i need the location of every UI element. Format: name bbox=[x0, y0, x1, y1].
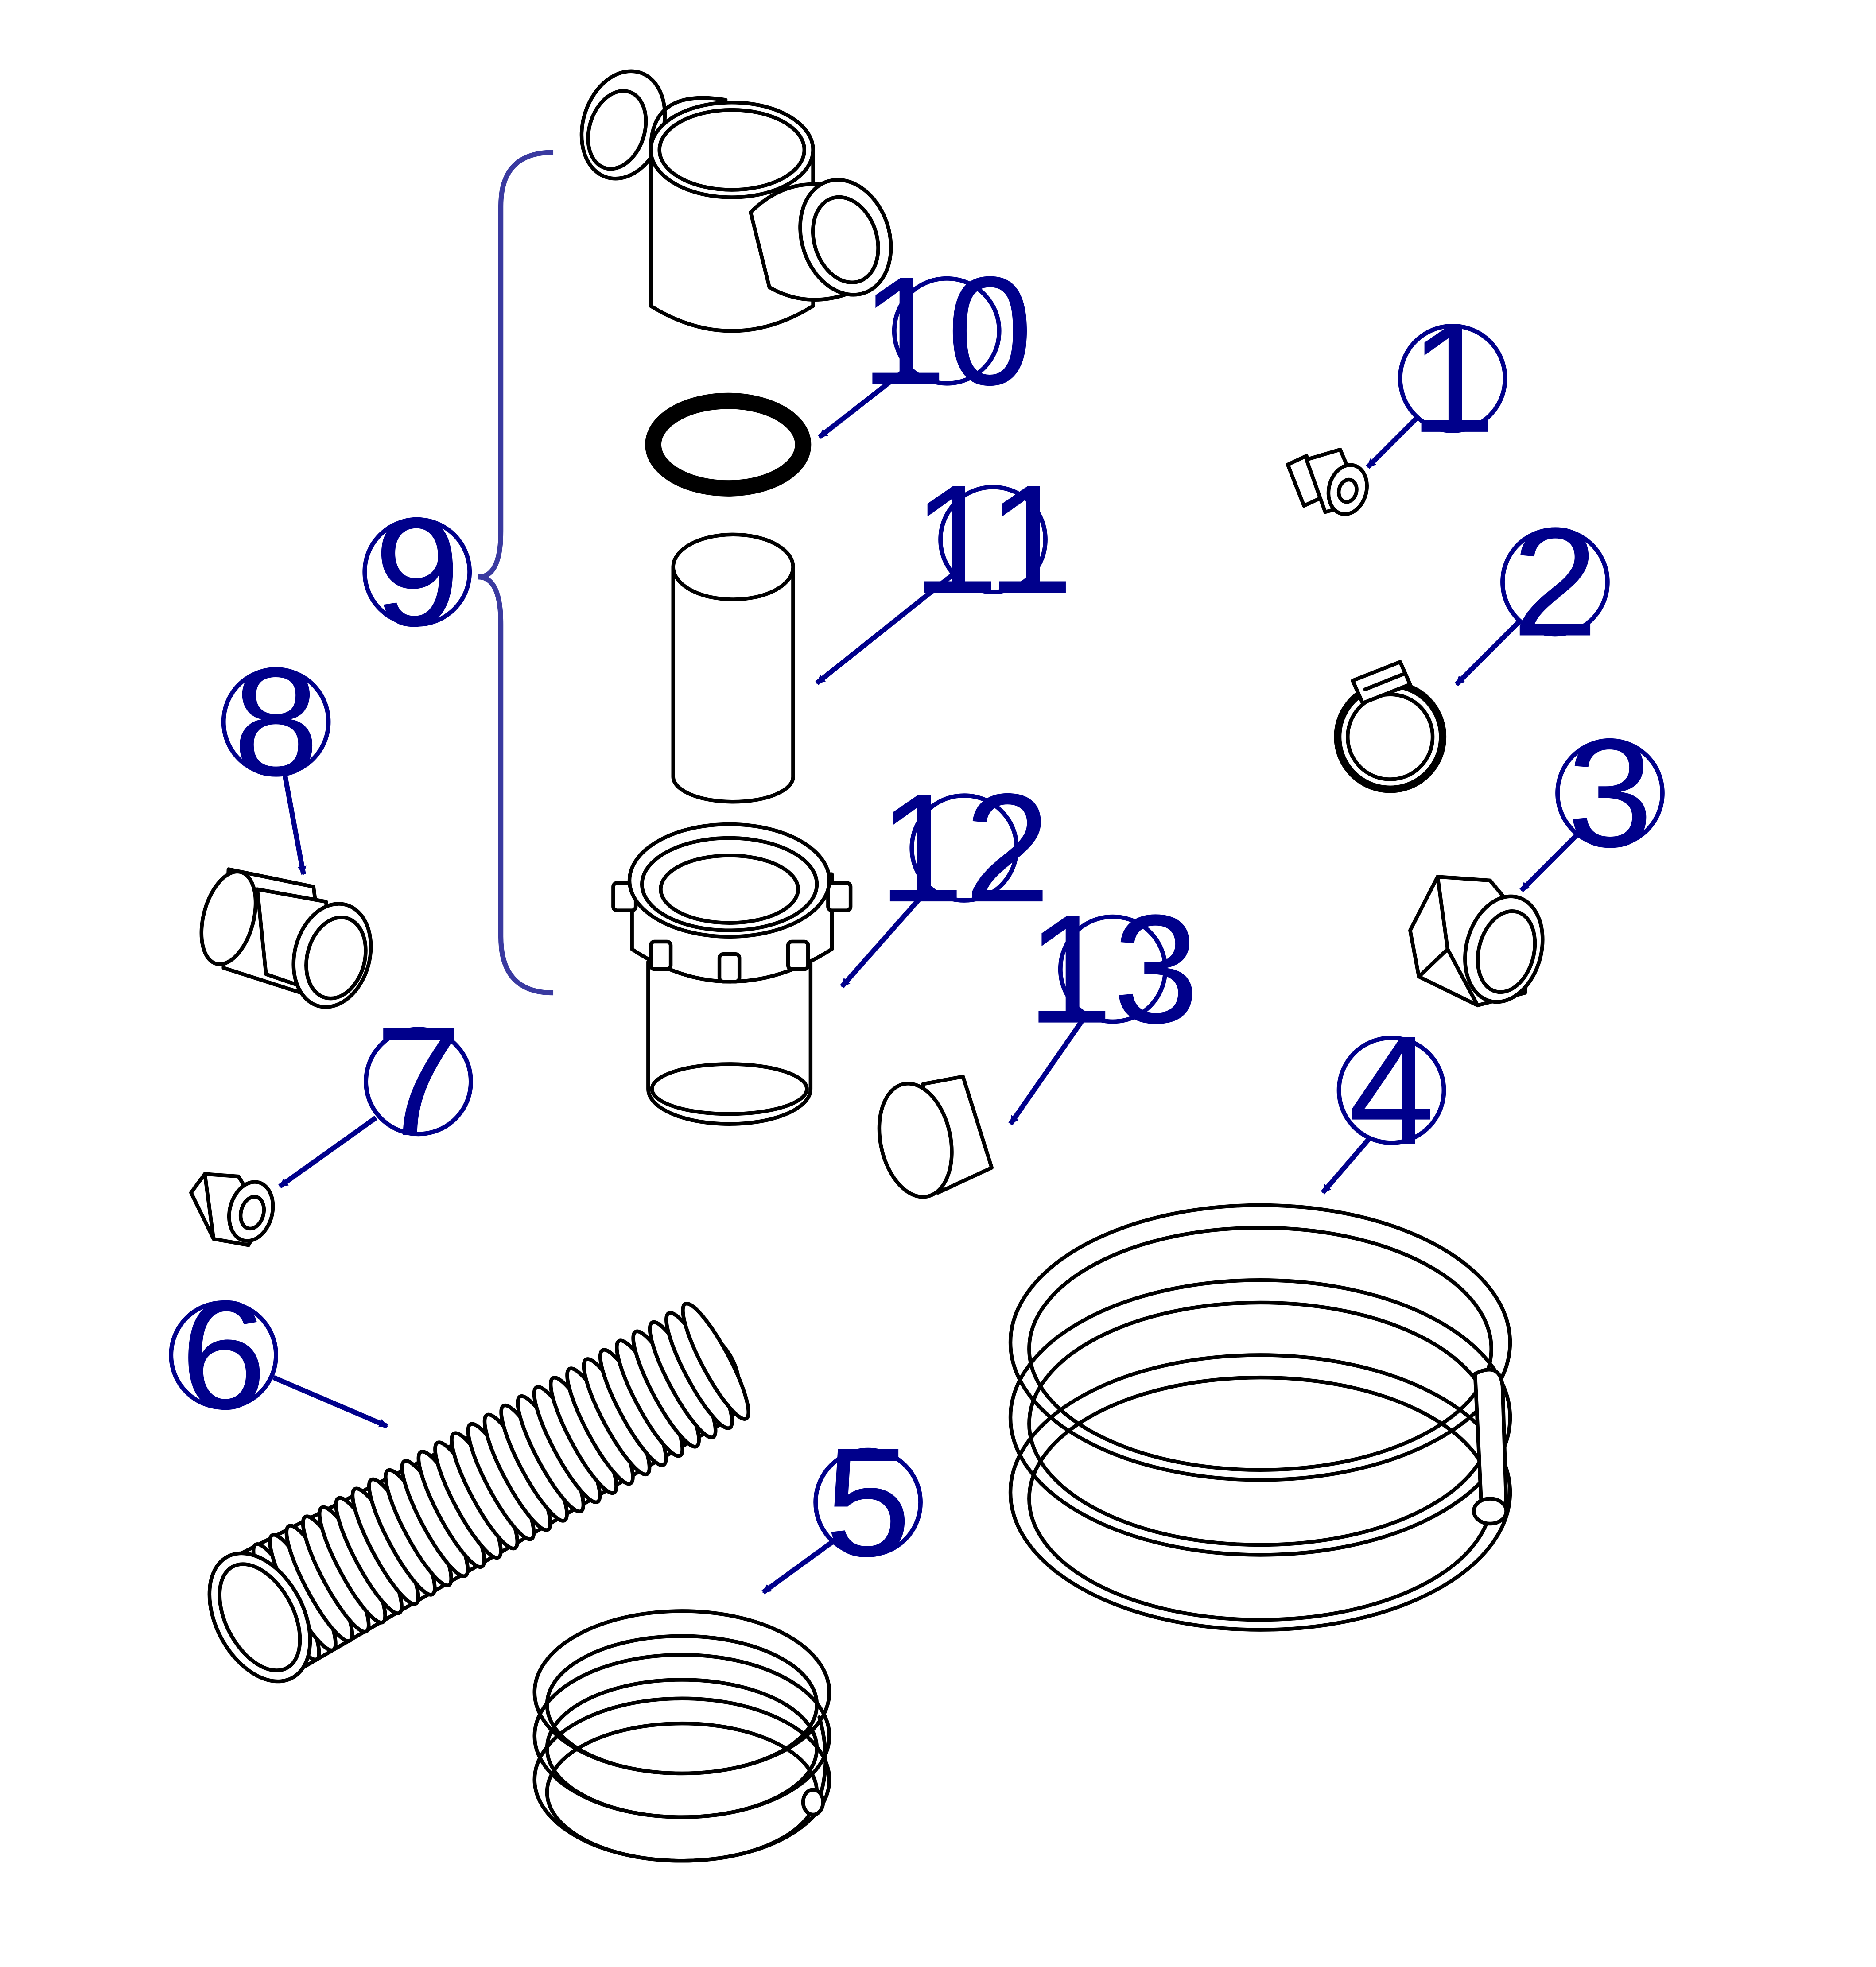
leader-3 bbox=[1519, 832, 1580, 892]
callout-8: 8 bbox=[221, 635, 331, 808]
filter-bowl bbox=[611, 822, 853, 1126]
leader-11 bbox=[815, 572, 955, 685]
callout-6: 6 bbox=[169, 1269, 279, 1442]
callout-5: 5 bbox=[813, 1416, 923, 1589]
leader-7 bbox=[278, 1116, 377, 1189]
leader-1 bbox=[1366, 416, 1418, 469]
pipe-adapter bbox=[199, 867, 373, 1009]
callout-3: 3 bbox=[1555, 706, 1665, 880]
large-tubing-coil bbox=[1008, 1203, 1512, 1632]
filter-element bbox=[671, 532, 795, 804]
callout-12-number: 12 bbox=[878, 761, 1050, 935]
filter-head-housing bbox=[579, 69, 893, 333]
small-tubing-coil bbox=[532, 1609, 831, 1863]
callout-3-number: 3 bbox=[1567, 706, 1653, 880]
leader-8 bbox=[282, 774, 307, 875]
callout-2: 2 bbox=[1500, 495, 1610, 668]
callout-7: 7 bbox=[364, 995, 473, 1168]
hex-nut bbox=[189, 1172, 275, 1247]
o-ring bbox=[645, 392, 812, 497]
leader-6 bbox=[272, 1375, 388, 1429]
callout-9-number: 9 bbox=[374, 485, 460, 659]
hose-clamp bbox=[1334, 660, 1447, 793]
leader-10 bbox=[818, 364, 912, 439]
corrugated-hose bbox=[207, 1301, 750, 1684]
callout-11-number: 11 bbox=[913, 453, 1073, 626]
assembly-bracket bbox=[478, 150, 554, 996]
callout-1: 1 bbox=[1398, 292, 1507, 465]
callout-5-number: 5 bbox=[825, 1416, 911, 1589]
callout-7-number: 7 bbox=[375, 995, 461, 1168]
callout-12: 12 bbox=[878, 761, 1050, 935]
callout-10-number: 10 bbox=[861, 244, 1033, 418]
callout-4-number: 4 bbox=[1348, 1004, 1434, 1177]
hex-bushing bbox=[1408, 875, 1545, 1008]
compression-fitting bbox=[1286, 447, 1369, 516]
leader-5 bbox=[761, 1540, 834, 1595]
leader-2 bbox=[1454, 620, 1521, 687]
hose-rib bbox=[681, 1301, 750, 1421]
end-cap bbox=[877, 1075, 994, 1199]
callout-11: 11 bbox=[913, 453, 1073, 626]
leader-4 bbox=[1321, 1137, 1371, 1195]
callout-13-number: 13 bbox=[1027, 883, 1199, 1056]
callout-13: 13 bbox=[1027, 883, 1199, 1056]
callout-4: 4 bbox=[1336, 1004, 1446, 1177]
leader-13 bbox=[1008, 1016, 1087, 1125]
callout-6-number: 6 bbox=[180, 1269, 266, 1442]
callout-1-number: 1 bbox=[1410, 292, 1495, 465]
callout-8-number: 8 bbox=[233, 635, 319, 808]
callout-9: 9 bbox=[362, 485, 472, 659]
leader-12 bbox=[840, 887, 930, 989]
callout-10: 10 bbox=[861, 244, 1033, 418]
callout-2-number: 2 bbox=[1512, 495, 1598, 668]
